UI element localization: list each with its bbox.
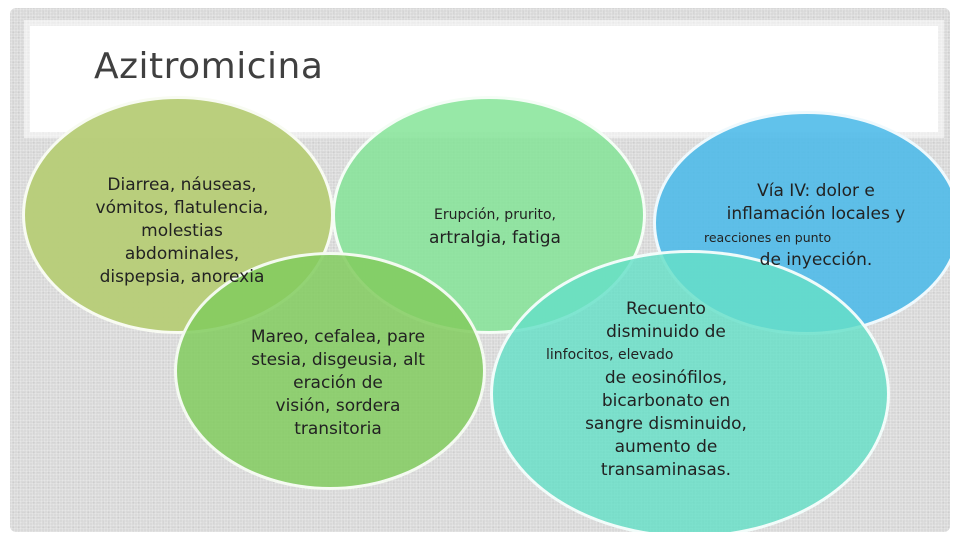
laboratory-line-1: Recuento [626, 299, 706, 319]
gastrointestinal-line: abdominales, [124, 244, 240, 264]
laboratory-line-5: bicarbonato en [601, 391, 731, 411]
neurological-line: transitoria [294, 419, 382, 439]
skin-line-2: artralgia, fatiga [429, 228, 561, 248]
neurological-text: Mareo, cefalea, pare stesia, disgeusia, … [216, 326, 460, 441]
gastrointestinal-line: dispepsia, anorexia [99, 267, 265, 287]
iv-route-line-3: reacciones en punto [704, 230, 832, 245]
neurological-line: Mareo, cefalea, pare [250, 327, 426, 347]
laboratory-line-6: sangre disminuido, [585, 414, 747, 434]
circle-neurological [174, 252, 486, 490]
laboratory-text: Recuento disminuido de linfocitos, eleva… [546, 298, 786, 482]
neurological-line: visión, sordera [275, 396, 401, 416]
skin-text: Erupción, prurito, artralgia, fatiga [390, 204, 600, 250]
gastrointestinal-line: vómitos, flatulencia, [95, 198, 269, 218]
slide: Azitromicina Diarrea, náuseas, vómitos, … [10, 8, 950, 532]
skin-line-1: Erupción, prurito, [434, 207, 556, 223]
circle-laboratory [490, 250, 890, 532]
laboratory-line-2: disminuido de [606, 322, 726, 342]
iv-route-line-1: Vía IV: dolor e [757, 181, 875, 201]
laboratory-line-7: aumento de [614, 437, 718, 457]
iv-route-line-4: de inyección. [759, 250, 873, 270]
laboratory-line-4: de eosinófilos, [604, 368, 728, 388]
gastrointestinal-line: molestias [141, 221, 223, 241]
slide-title: Azitromicina [94, 46, 324, 87]
laboratory-line-8: transaminasas. [600, 460, 732, 480]
neurological-line: stesia, disgeusia, alt [251, 350, 425, 370]
iv-route-line-2: inflamación locales y [726, 204, 906, 224]
gastrointestinal-text: Diarrea, náuseas, vómitos, flatulencia, … [66, 174, 298, 289]
laboratory-line-3: linfocitos, elevado [546, 347, 674, 363]
gastrointestinal-line: Diarrea, náuseas, [107, 175, 257, 195]
neurological-line: eración de [293, 373, 383, 393]
iv-route-text: Vía IV: dolor e inflamación locales y re… [700, 180, 932, 272]
